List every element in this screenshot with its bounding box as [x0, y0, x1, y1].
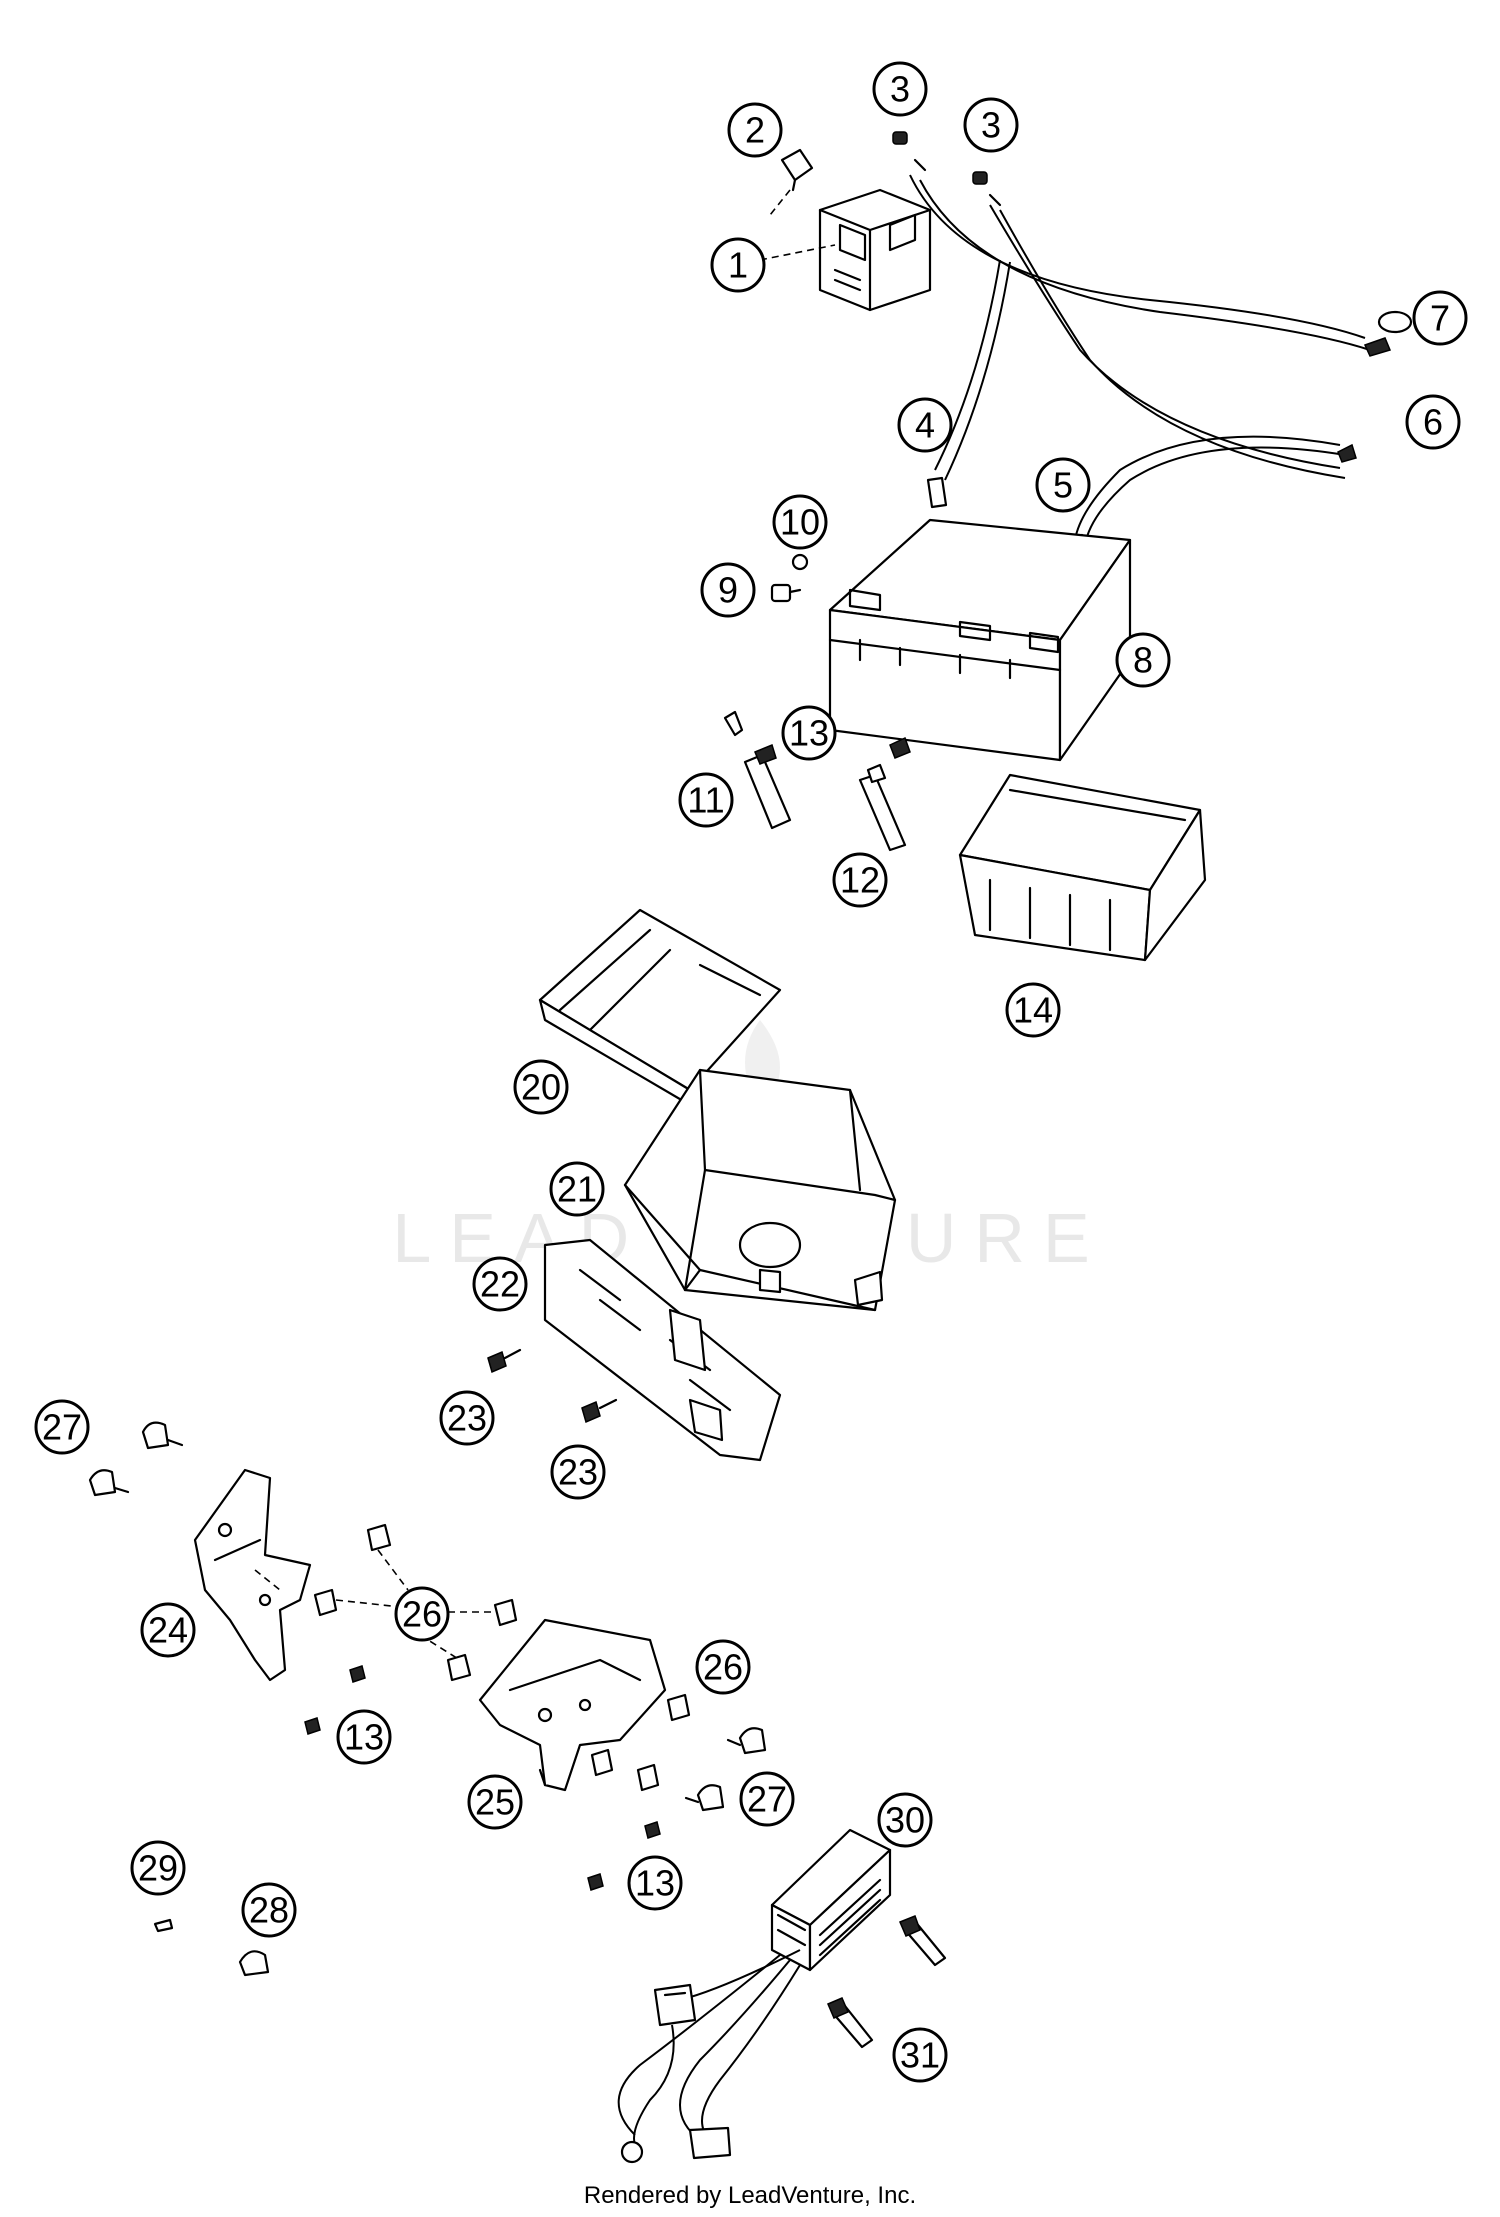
- svg-text:31: 31: [900, 2035, 940, 2076]
- bolts-27-top: [88, 1421, 184, 1497]
- svg-text:8: 8: [1133, 640, 1153, 681]
- screws-3: [892, 131, 1002, 207]
- svg-text:12: 12: [840, 860, 880, 901]
- callout-14: 14: [1005, 982, 1061, 1038]
- callouts: 1 2 3 3 4 5 6 7 8 9 10 11 12 13 13 13 14…: [34, 61, 1468, 2083]
- battery-box: [623, 1068, 897, 1312]
- callout-23a: 23: [439, 1390, 495, 1446]
- svg-text:23: 23: [558, 1452, 598, 1493]
- terminal-cap: [1337, 310, 1413, 463]
- callout-27a: 27: [34, 1399, 90, 1455]
- callout-13b: 13: [336, 1709, 392, 1765]
- battery-straps: [723, 710, 911, 852]
- callout-8: 8: [1115, 632, 1171, 688]
- svg-text:2: 2: [745, 110, 765, 151]
- svg-text:20: 20: [521, 1067, 561, 1108]
- small-screws: [304, 1665, 661, 1891]
- callout-26a: 26: [394, 1586, 450, 1642]
- callout-12: 12: [832, 852, 888, 908]
- svg-text:10: 10: [780, 502, 820, 543]
- callout-31: 31: [892, 2027, 948, 2083]
- clamp-and-washer: [153, 1918, 270, 1977]
- svg-text:13: 13: [635, 1863, 675, 1904]
- battery-cables: [909, 174, 1371, 546]
- svg-text:9: 9: [718, 570, 738, 611]
- callout-27b: 27: [739, 1771, 795, 1827]
- svg-text:27: 27: [747, 1779, 787, 1820]
- battery-cover: [538, 908, 782, 1107]
- svg-text:22: 22: [480, 1264, 520, 1305]
- regulator-harness: [617, 1949, 801, 2164]
- svg-text:28: 28: [249, 1890, 289, 1931]
- callout-21: 21: [549, 1161, 605, 1217]
- svg-text:3: 3: [890, 69, 910, 110]
- regulator-bolts: [827, 1915, 947, 2049]
- bolts-27-right: [684, 1727, 767, 1812]
- svg-text:6: 6: [1423, 402, 1443, 443]
- callout-23b: 23: [550, 1444, 606, 1500]
- svg-text:29: 29: [138, 1848, 178, 1889]
- callout-25: 25: [467, 1774, 523, 1830]
- svg-text:26: 26: [402, 1594, 442, 1635]
- fuse-cap: [780, 148, 814, 192]
- battery: [828, 518, 1132, 762]
- leader-lines: [254, 189, 836, 1591]
- voltage-regulator: [770, 1828, 892, 1972]
- clip-nuts: [313, 1523, 691, 1792]
- callout-7: 7: [1412, 290, 1468, 346]
- callout-30: 30: [877, 1792, 933, 1848]
- callout-13a: 13: [781, 705, 837, 761]
- callout-29: 29: [130, 1840, 186, 1896]
- svg-text:7: 7: [1430, 298, 1450, 339]
- svg-text:26: 26: [703, 1647, 743, 1688]
- starter-relay: [818, 188, 932, 312]
- svg-text:14: 14: [1013, 990, 1053, 1031]
- render-credit: Rendered by LeadVenture, Inc.: [583, 2182, 917, 2209]
- callout-4: 4: [897, 397, 953, 453]
- svg-text:25: 25: [475, 1782, 515, 1823]
- callout-13c: 13: [627, 1855, 683, 1911]
- callout-28: 28: [241, 1882, 297, 1938]
- svg-text:11: 11: [687, 780, 724, 821]
- battery-tray: [958, 773, 1207, 962]
- callout-9: 9: [700, 562, 756, 618]
- svg-text:13: 13: [344, 1717, 384, 1758]
- svg-text:4: 4: [915, 405, 935, 446]
- callout-24: 24: [140, 1602, 196, 1658]
- callout-6: 6: [1405, 394, 1461, 450]
- callout-3b: 3: [963, 97, 1019, 153]
- callout-10: 10: [772, 494, 828, 550]
- panel-screws: [487, 1348, 618, 1424]
- svg-text:27: 27: [42, 1407, 82, 1448]
- callout-2: 2: [727, 102, 783, 158]
- terminal-bolt: [770, 553, 809, 603]
- svg-text:24: 24: [148, 1610, 188, 1651]
- bracket-left: [193, 1468, 312, 1682]
- callout-5: 5: [1035, 457, 1091, 513]
- svg-text:1: 1: [728, 245, 748, 286]
- callout-22: 22: [472, 1256, 528, 1312]
- callout-11: 11: [678, 772, 734, 828]
- svg-text:30: 30: [885, 1800, 925, 1841]
- bracket-right: [478, 1618, 667, 1792]
- callout-26b: 26: [695, 1639, 751, 1695]
- callout-20: 20: [513, 1059, 569, 1115]
- svg-text:21: 21: [557, 1169, 597, 1210]
- callout-1: 1: [710, 237, 766, 293]
- svg-text:3: 3: [981, 105, 1001, 146]
- svg-text:23: 23: [447, 1398, 487, 1439]
- callout-3a: 3: [872, 61, 928, 117]
- svg-text:13: 13: [789, 713, 829, 754]
- svg-text:5: 5: [1053, 465, 1073, 506]
- side-panel: [543, 1238, 782, 1462]
